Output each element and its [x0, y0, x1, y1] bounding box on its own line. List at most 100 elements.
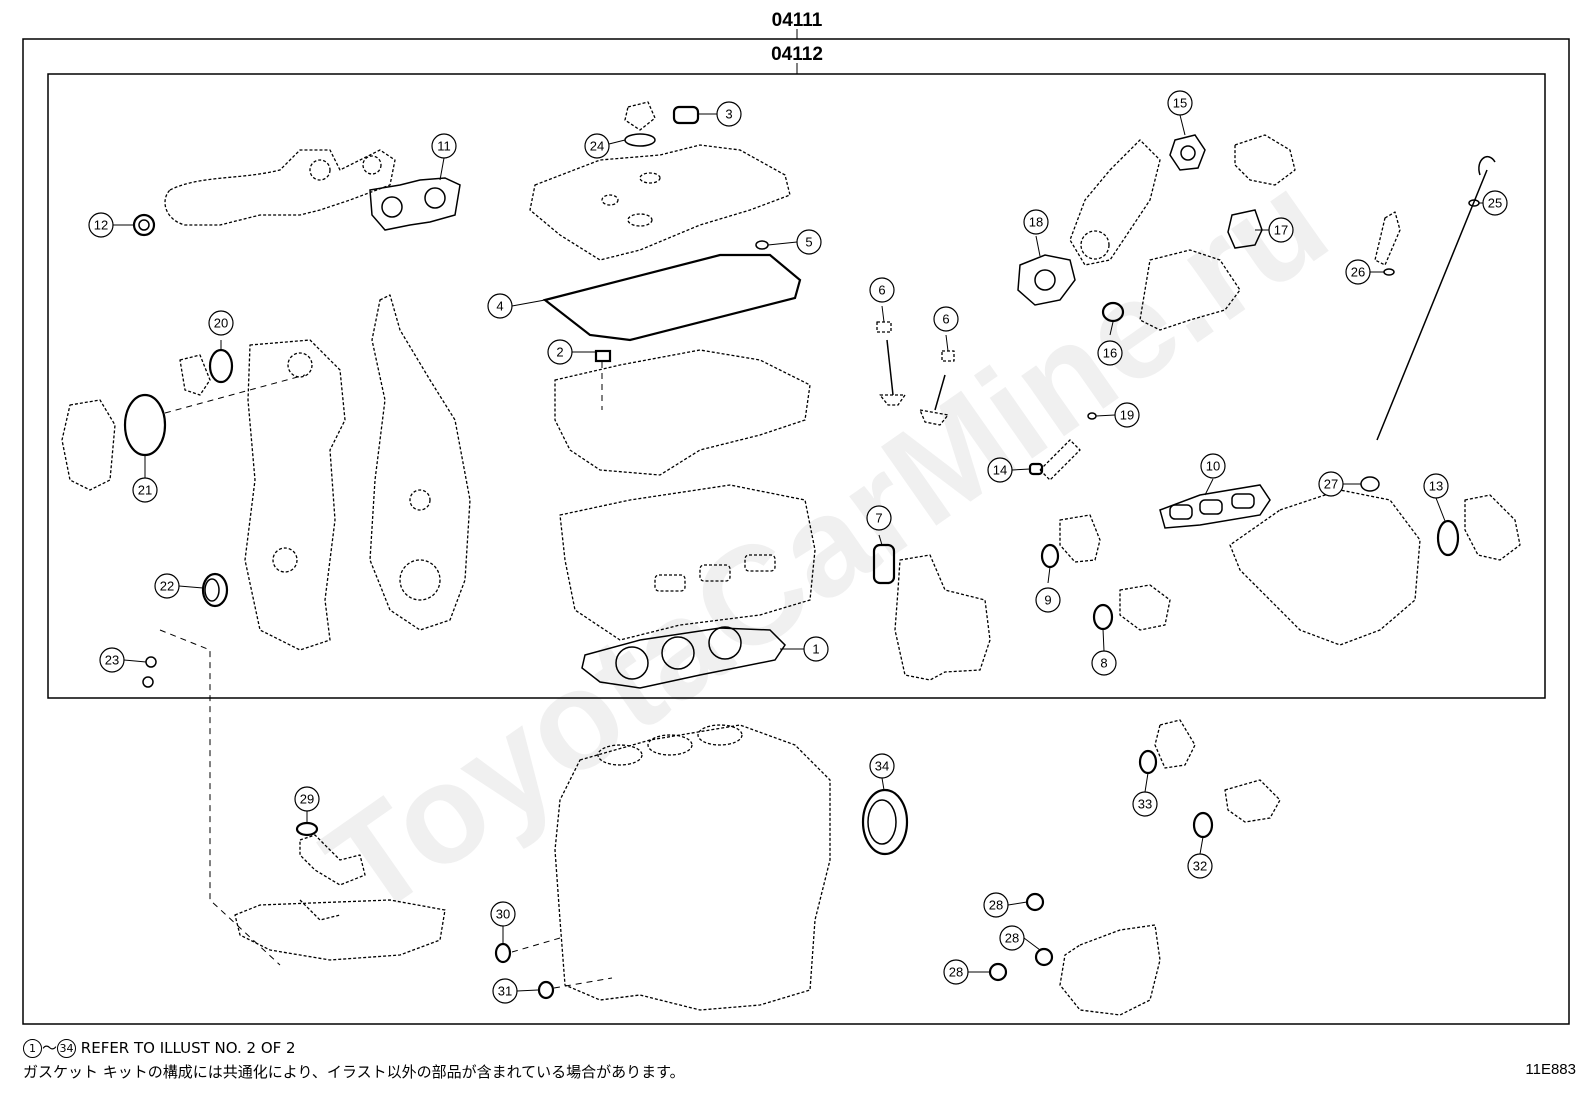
callout-22: 22 [154, 573, 180, 599]
intake-valve [876, 321, 906, 406]
svg-text:6: 6 [878, 283, 885, 298]
gasket-3 [672, 105, 700, 125]
kit-inner-frame [47, 63, 1546, 699]
callout-14: 14 [987, 457, 1013, 483]
timing-cover-rear [369, 294, 471, 631]
range-separator: ～ [42, 1039, 58, 1057]
gasket-18 [1017, 254, 1076, 306]
oil-seal-22 [201, 572, 229, 608]
turbo-outlet [1234, 134, 1296, 186]
water-pump-housing [61, 399, 116, 491]
o-ring-16 [1101, 301, 1125, 323]
range-end-callout: 34 [57, 1039, 77, 1058]
camshaft-housing [554, 349, 811, 476]
manifold-gasket-11 [369, 177, 461, 231]
bracket-small [179, 354, 211, 396]
gasket-17 [1227, 209, 1263, 249]
callout-33: 33 [1132, 791, 1158, 817]
svg-text:18: 18 [1029, 215, 1043, 230]
kit-outer-frame [22, 29, 1570, 1025]
ring-12 [132, 213, 156, 237]
oil-pan [234, 899, 446, 961]
o-ring-8 [1092, 603, 1114, 631]
svg-text:34: 34 [875, 759, 889, 774]
callout-29: 29 [294, 786, 320, 812]
callout-5: 5 [796, 229, 822, 255]
water-outlet-housing [894, 554, 991, 681]
svg-text:1: 1 [812, 642, 819, 657]
svg-text:13: 13 [1429, 479, 1443, 494]
svg-text:7: 7 [875, 511, 882, 526]
callout-19: 19 [1114, 402, 1140, 428]
cylinder-block [554, 724, 831, 1011]
o-ring-33 [1138, 749, 1158, 775]
thermostat-housing [1119, 584, 1171, 631]
callout-1: 1 [803, 636, 829, 662]
exhaust-manifold [164, 149, 396, 226]
callout-6b: 6 [933, 306, 959, 332]
callout-25: 25 [1482, 190, 1508, 216]
callout-32: 32 [1187, 853, 1213, 879]
svg-text:8: 8 [1100, 656, 1107, 671]
svg-text:16: 16 [1103, 346, 1117, 361]
svg-text:6: 6 [942, 312, 949, 327]
svg-text:29: 29 [300, 792, 314, 807]
gasket-27 [1360, 476, 1380, 492]
svg-text:28: 28 [989, 898, 1003, 913]
o-ring-31 [537, 980, 555, 1000]
callout-21: 21 [132, 477, 158, 503]
cylinder-head [559, 484, 816, 641]
svg-text:24: 24 [590, 139, 604, 154]
clamp-28b [1034, 947, 1054, 967]
throttle-body [1464, 494, 1521, 561]
svg-text:27: 27 [1324, 477, 1338, 492]
callout-23: 23 [99, 647, 125, 673]
intake-manifold-gasket-10 [1159, 484, 1271, 529]
seal-5 [755, 240, 769, 250]
svg-text:23: 23 [105, 653, 119, 668]
callout-31: 31 [492, 978, 518, 1004]
o-ring-32 [1192, 811, 1214, 839]
callout-3: 3 [716, 101, 742, 127]
intake-pipe [1139, 249, 1241, 331]
svg-text:32: 32 [1193, 859, 1207, 874]
o-ring-20 [208, 348, 234, 384]
svg-text:30: 30 [496, 907, 510, 922]
cylinder-head-cover [529, 144, 791, 261]
svg-text:15: 15 [1173, 96, 1187, 111]
callout-4: 4 [487, 293, 513, 319]
water-inlet [1059, 514, 1101, 563]
svg-text:25: 25 [1488, 196, 1502, 211]
callout-2: 2 [547, 339, 573, 365]
callout-8: 8 [1091, 650, 1117, 676]
callout-30: 30 [490, 901, 516, 927]
oil-pump-cover [1059, 924, 1161, 1016]
callout-28a: 28 [983, 892, 1009, 918]
intake-manifold [1229, 489, 1421, 646]
range-start-callout: 1 [23, 1039, 42, 1058]
leader-lines [113, 113, 1483, 992]
refer-text: REFER TO ILLUST NO. 2 OF 2 [80, 1039, 296, 1057]
clamp-28c [988, 962, 1008, 982]
svg-text:33: 33 [1138, 797, 1152, 812]
svg-text:26: 26 [1351, 265, 1365, 280]
oil-filler-cap [624, 101, 656, 147]
callout-12: 12 [88, 212, 114, 238]
callout-18: 18 [1023, 209, 1049, 235]
refer-note: 1～34 REFER TO ILLUST NO. 2 OF 2 [23, 1037, 296, 1058]
svg-text:3: 3 [725, 107, 732, 122]
callout-11: 11 [431, 133, 457, 159]
svg-text:17: 17 [1274, 223, 1288, 238]
head-gasket-1 [581, 626, 786, 689]
svg-text:4: 4 [496, 299, 503, 314]
oil-dipstick [1374, 156, 1496, 441]
svg-text:12: 12 [94, 218, 108, 233]
plug-seal-2 [594, 349, 612, 363]
svg-text:5: 5 [805, 235, 812, 250]
svg-text:9: 9 [1044, 593, 1051, 608]
o-ring-9 [1040, 543, 1060, 569]
kit-code-04111: 04111 [772, 10, 823, 31]
callout-34: 34 [869, 753, 895, 779]
callout-7: 7 [866, 505, 892, 531]
svg-text:2: 2 [556, 345, 563, 360]
